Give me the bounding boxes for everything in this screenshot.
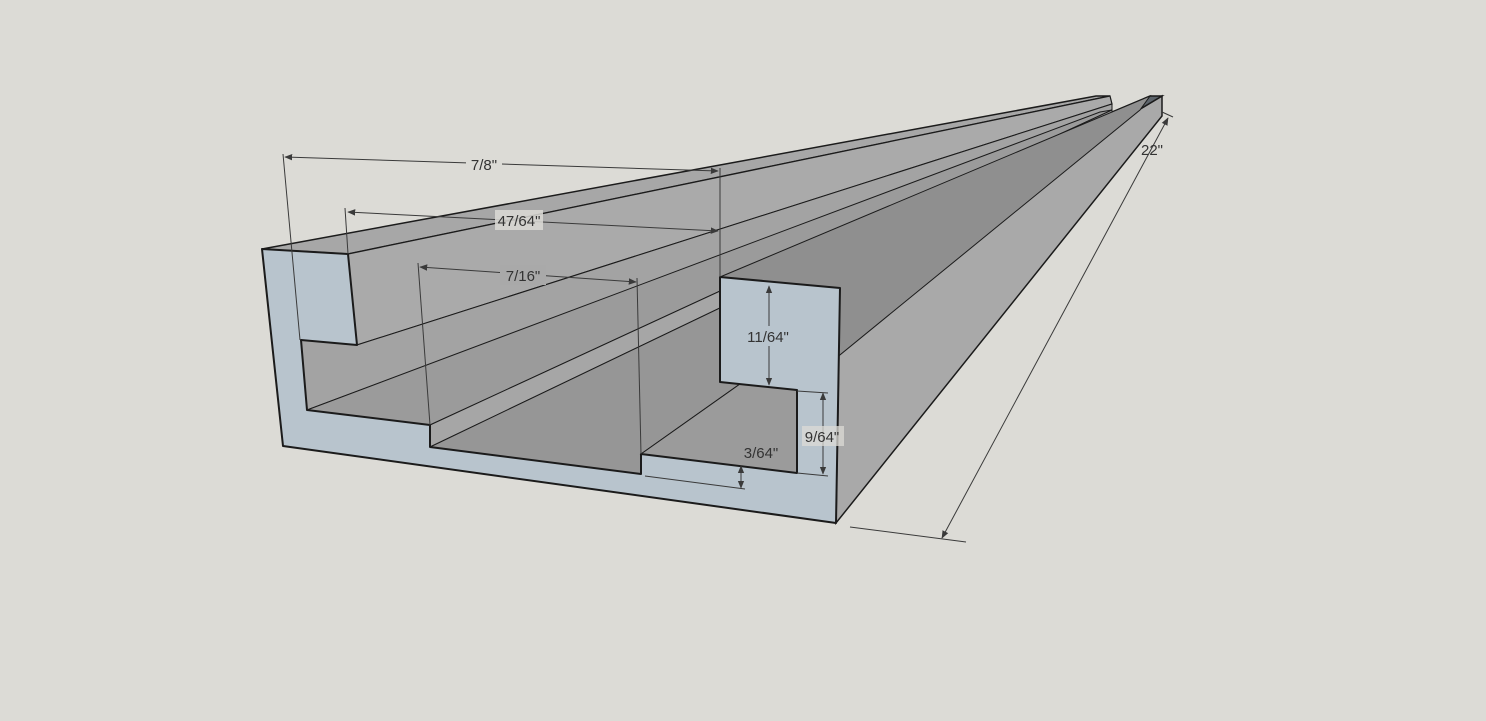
dimension-length-label: 22"	[1141, 142, 1163, 159]
dimension-overall-width[interactable]: 7/8"	[282, 153, 721, 341]
dimension-inner-width-label: 47/64"	[498, 213, 541, 230]
dimension-overall-width-label: 7/8"	[471, 157, 497, 174]
dimension-annotations: 7/8" 47/64" 7/16" 11/64"	[282, 111, 1174, 543]
t-track-extrusion[interactable]	[261, 94, 1165, 526]
dimension-floor-step-label: 3/64"	[744, 445, 779, 462]
dimension-inner-width[interactable]: 47/64"	[344, 207, 719, 255]
dimension-lip-thickness-label: 11/64"	[747, 329, 789, 346]
dimension-slot-width-label: 7/16"	[506, 268, 541, 285]
dimension-slot-depth-label: 9/64"	[805, 429, 840, 446]
dimension-slot-width[interactable]: 7/16"	[417, 262, 642, 455]
dimension-slot-depth[interactable]: 9/64"	[796, 390, 844, 477]
dimension-lip-thickness[interactable]: 11/64"	[744, 285, 794, 386]
dimension-length[interactable]: 22"	[849, 111, 1174, 543]
dimension-floor-step[interactable]: 3/64"	[644, 442, 782, 490]
